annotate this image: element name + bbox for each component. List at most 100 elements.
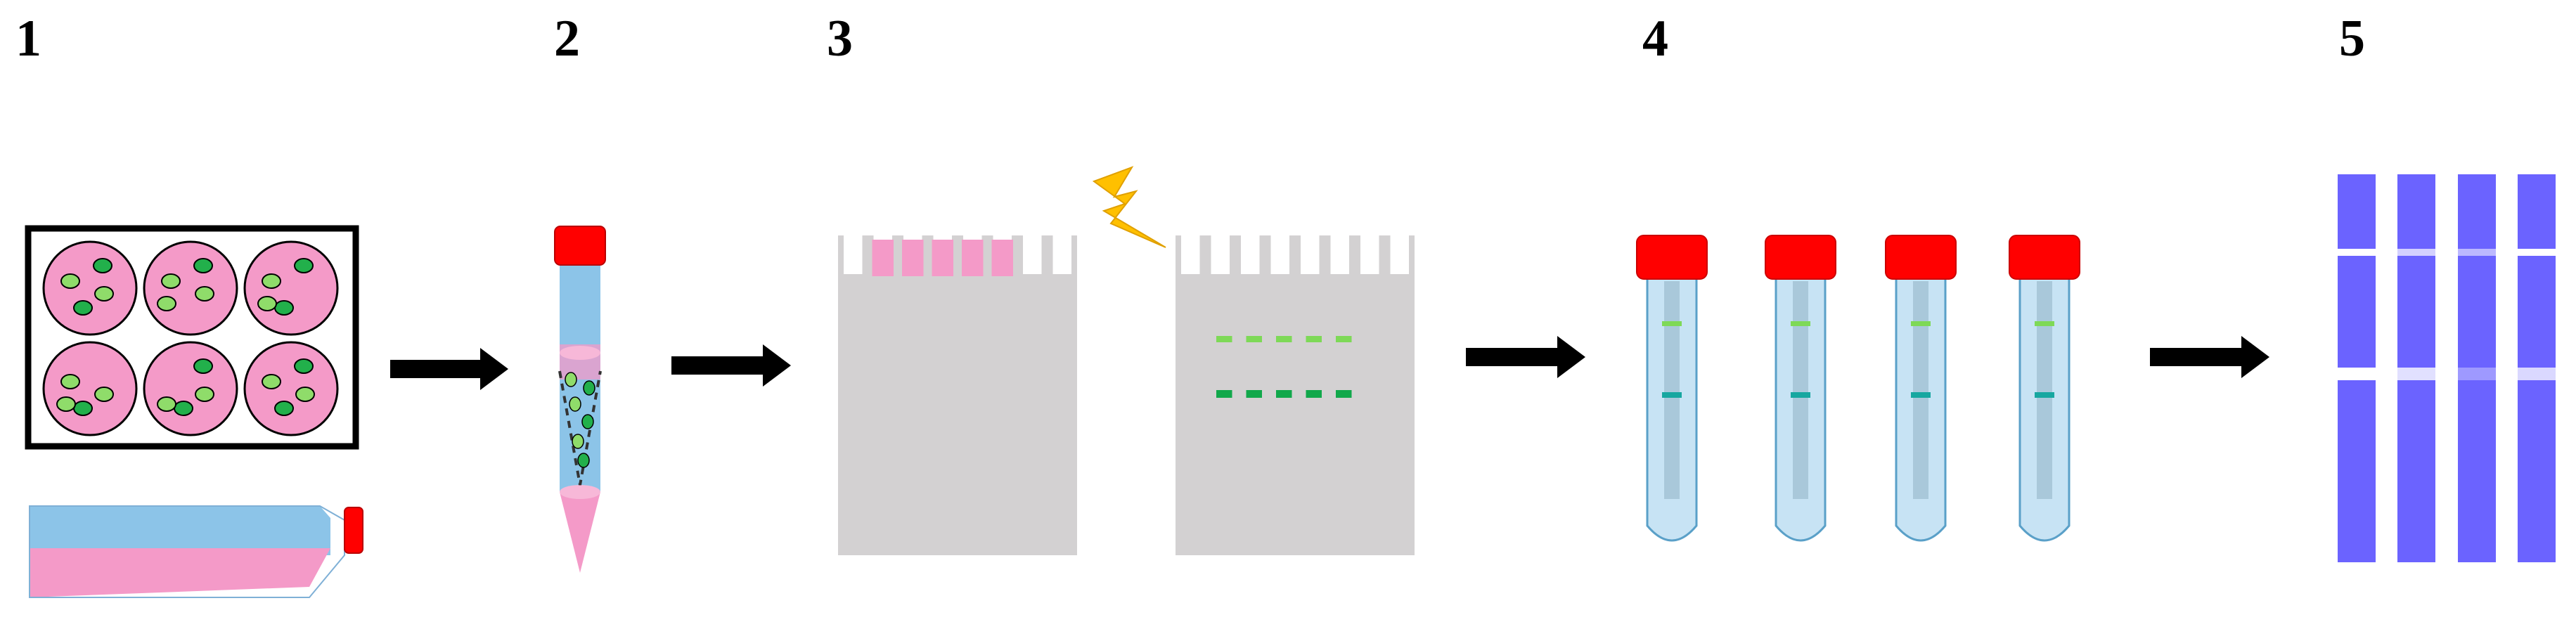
tube-band: [1911, 392, 1931, 398]
cell-dot: [583, 380, 595, 396]
cell-dot: [294, 258, 314, 273]
layer-top: [560, 346, 600, 360]
tip-top: [560, 485, 600, 499]
cell-dot: [93, 258, 112, 273]
tube-band: [1662, 321, 1682, 326]
well: [243, 341, 339, 436]
cell-dot: [73, 300, 93, 316]
cell-dot: [581, 414, 594, 429]
well: [42, 240, 138, 336]
step-number-1: 1: [15, 10, 41, 67]
tube-cap: [554, 226, 606, 266]
cell-dot: [569, 396, 581, 412]
strip-band: [2397, 368, 2435, 380]
strip-band: [2518, 368, 2556, 380]
arrow-shape: [2150, 336, 2269, 378]
gel-slab: [838, 235, 1077, 555]
strip-band: [2518, 249, 2556, 256]
strip-band: [2458, 368, 2496, 380]
cell-dot: [274, 401, 294, 416]
gel-band: [1306, 390, 1322, 398]
loaded-sample: [932, 240, 953, 276]
cell-dot: [195, 286, 214, 302]
arrow-shape: [671, 344, 791, 387]
gel-band: [1246, 390, 1262, 398]
cell-dot: [56, 396, 76, 412]
tube-band: [2035, 392, 2054, 398]
strip-band: [2338, 368, 2376, 380]
strip-band: [2338, 249, 2376, 256]
centrifuge-tube-icon: [554, 226, 606, 573]
well: [143, 240, 238, 336]
cell-dot: [295, 387, 315, 402]
loaded-sample: [902, 240, 924, 276]
cell-dot: [161, 273, 181, 289]
cell-dot: [262, 273, 281, 289]
step-number-4: 4: [1642, 10, 1668, 67]
cell-dot: [60, 273, 80, 289]
strip: [2458, 174, 2496, 562]
well-circle: [243, 341, 339, 436]
flask-cap: [344, 507, 363, 554]
tube-cap: [1885, 235, 1957, 280]
gel-slab: [1176, 235, 1415, 555]
tube-cap: [1765, 235, 1836, 280]
right-arrow-icon: [2150, 336, 2269, 378]
cell-dot: [157, 396, 176, 412]
right-arrow-icon: [1466, 336, 1585, 378]
sample-tube-icon: [1885, 235, 1957, 542]
arrow-shape: [390, 348, 508, 390]
tube-band: [1662, 392, 1682, 398]
sample-tube-icon: [1636, 235, 1708, 542]
well-circle: [143, 341, 238, 436]
tube-column: [1913, 281, 1928, 499]
tube-band: [1911, 321, 1931, 326]
gel-band: [1276, 390, 1292, 398]
six-well-plate-icon: [25, 225, 359, 450]
well-circle: [243, 240, 339, 336]
well: [42, 341, 138, 436]
blot-strip-icon: [2518, 174, 2556, 562]
blot-strip-icon: [2458, 174, 2496, 562]
well: [243, 240, 339, 336]
gel-electrophoresis-icon: [838, 235, 1077, 555]
blot-strip-icon: [2338, 174, 2376, 562]
sample-tube-icon: [1765, 235, 1836, 542]
cell-dot: [262, 374, 281, 389]
step-number-2: 2: [554, 10, 580, 67]
tube-column: [2037, 281, 2052, 499]
culture-flask-icon: [29, 505, 363, 598]
gel-band: [1336, 390, 1352, 398]
cell-dot: [73, 401, 93, 416]
loaded-sample: [991, 240, 1013, 276]
flask-outline: [29, 505, 345, 598]
cell-dot: [572, 434, 584, 449]
cell-dot: [577, 453, 590, 468]
tube-tip: [560, 492, 600, 573]
strip-band: [2458, 249, 2496, 256]
cell-dot: [565, 372, 577, 387]
tube-band: [1791, 321, 1810, 326]
flask-medium-top: [30, 506, 330, 555]
tube-column: [1793, 281, 1808, 499]
sample-tube-icon: [2009, 235, 2080, 542]
tube-cap: [1636, 235, 1708, 280]
well-circle: [42, 341, 138, 436]
loaded-sample: [962, 240, 984, 276]
cell-dot: [193, 258, 213, 273]
cell-dot: [157, 296, 176, 311]
arrow-shape: [1466, 336, 1585, 378]
step-number-3: 3: [827, 10, 853, 67]
cell-dot: [274, 300, 294, 316]
tube-column: [1664, 281, 1680, 499]
gel-band: [1276, 336, 1292, 342]
cell-dot: [60, 374, 80, 389]
cell-dot: [195, 387, 214, 402]
gel-band: [1336, 336, 1352, 342]
right-arrow-icon: [671, 344, 791, 387]
tube-cap: [2009, 235, 2080, 280]
cell-dot: [294, 358, 314, 374]
well-circle: [143, 240, 238, 336]
